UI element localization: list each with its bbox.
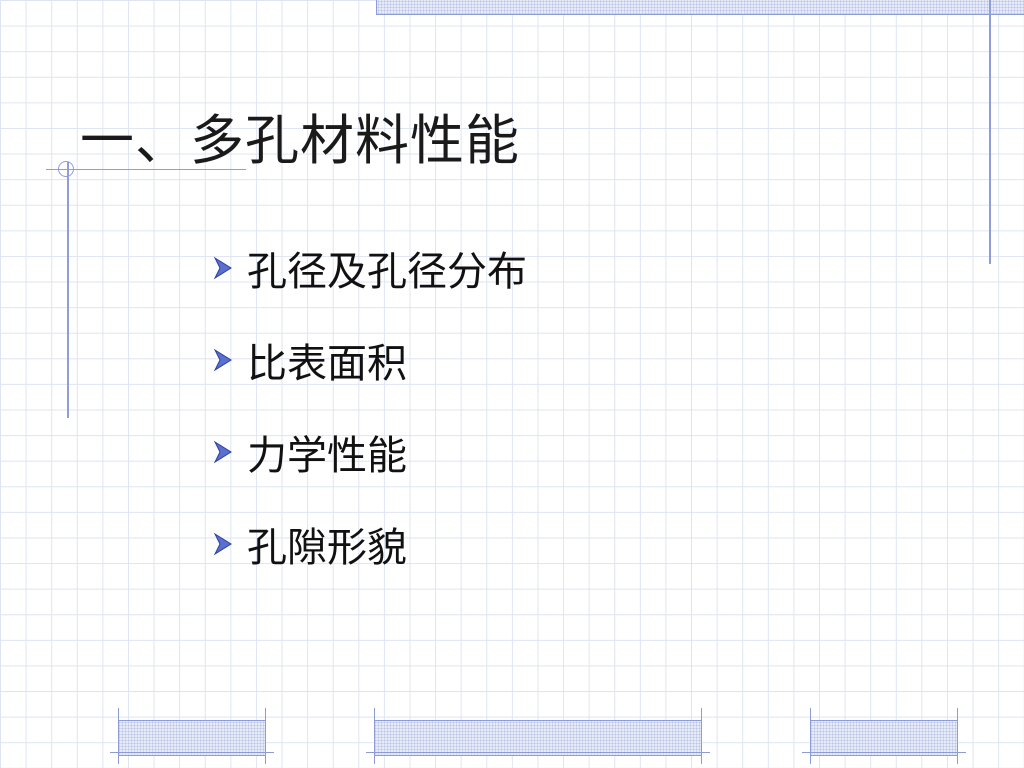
decor-circle	[58, 161, 74, 177]
left-decor-rule	[67, 162, 69, 418]
bullet-list: 孔径及孔径分布 比表面积 力学性能 孔隙形貌	[213, 222, 527, 590]
arrow-bullet-icon	[213, 440, 232, 464]
list-item: 孔隙形貌	[213, 498, 527, 590]
arrow-bullet-icon	[213, 348, 232, 372]
top-decor-band	[376, 0, 1024, 15]
bullet-text: 力学性能	[247, 433, 407, 479]
slide-title: 一、多孔材料性能	[80, 109, 520, 172]
list-item: 孔径及孔径分布	[213, 222, 527, 314]
right-decor-rule	[989, 0, 991, 264]
bottom-decor-block	[802, 708, 966, 764]
bottom-decor-block	[110, 708, 274, 764]
arrow-bullet-icon	[213, 256, 232, 280]
bottom-decor-block	[366, 708, 710, 764]
bullet-text: 比表面积	[247, 341, 407, 387]
bullet-text: 孔隙形貌	[247, 525, 407, 571]
bullet-text: 孔径及孔径分布	[247, 249, 527, 295]
list-item: 比表面积	[213, 314, 527, 406]
arrow-bullet-icon	[213, 532, 232, 556]
list-item: 力学性能	[213, 406, 527, 498]
title-underline-rule	[46, 169, 246, 170]
